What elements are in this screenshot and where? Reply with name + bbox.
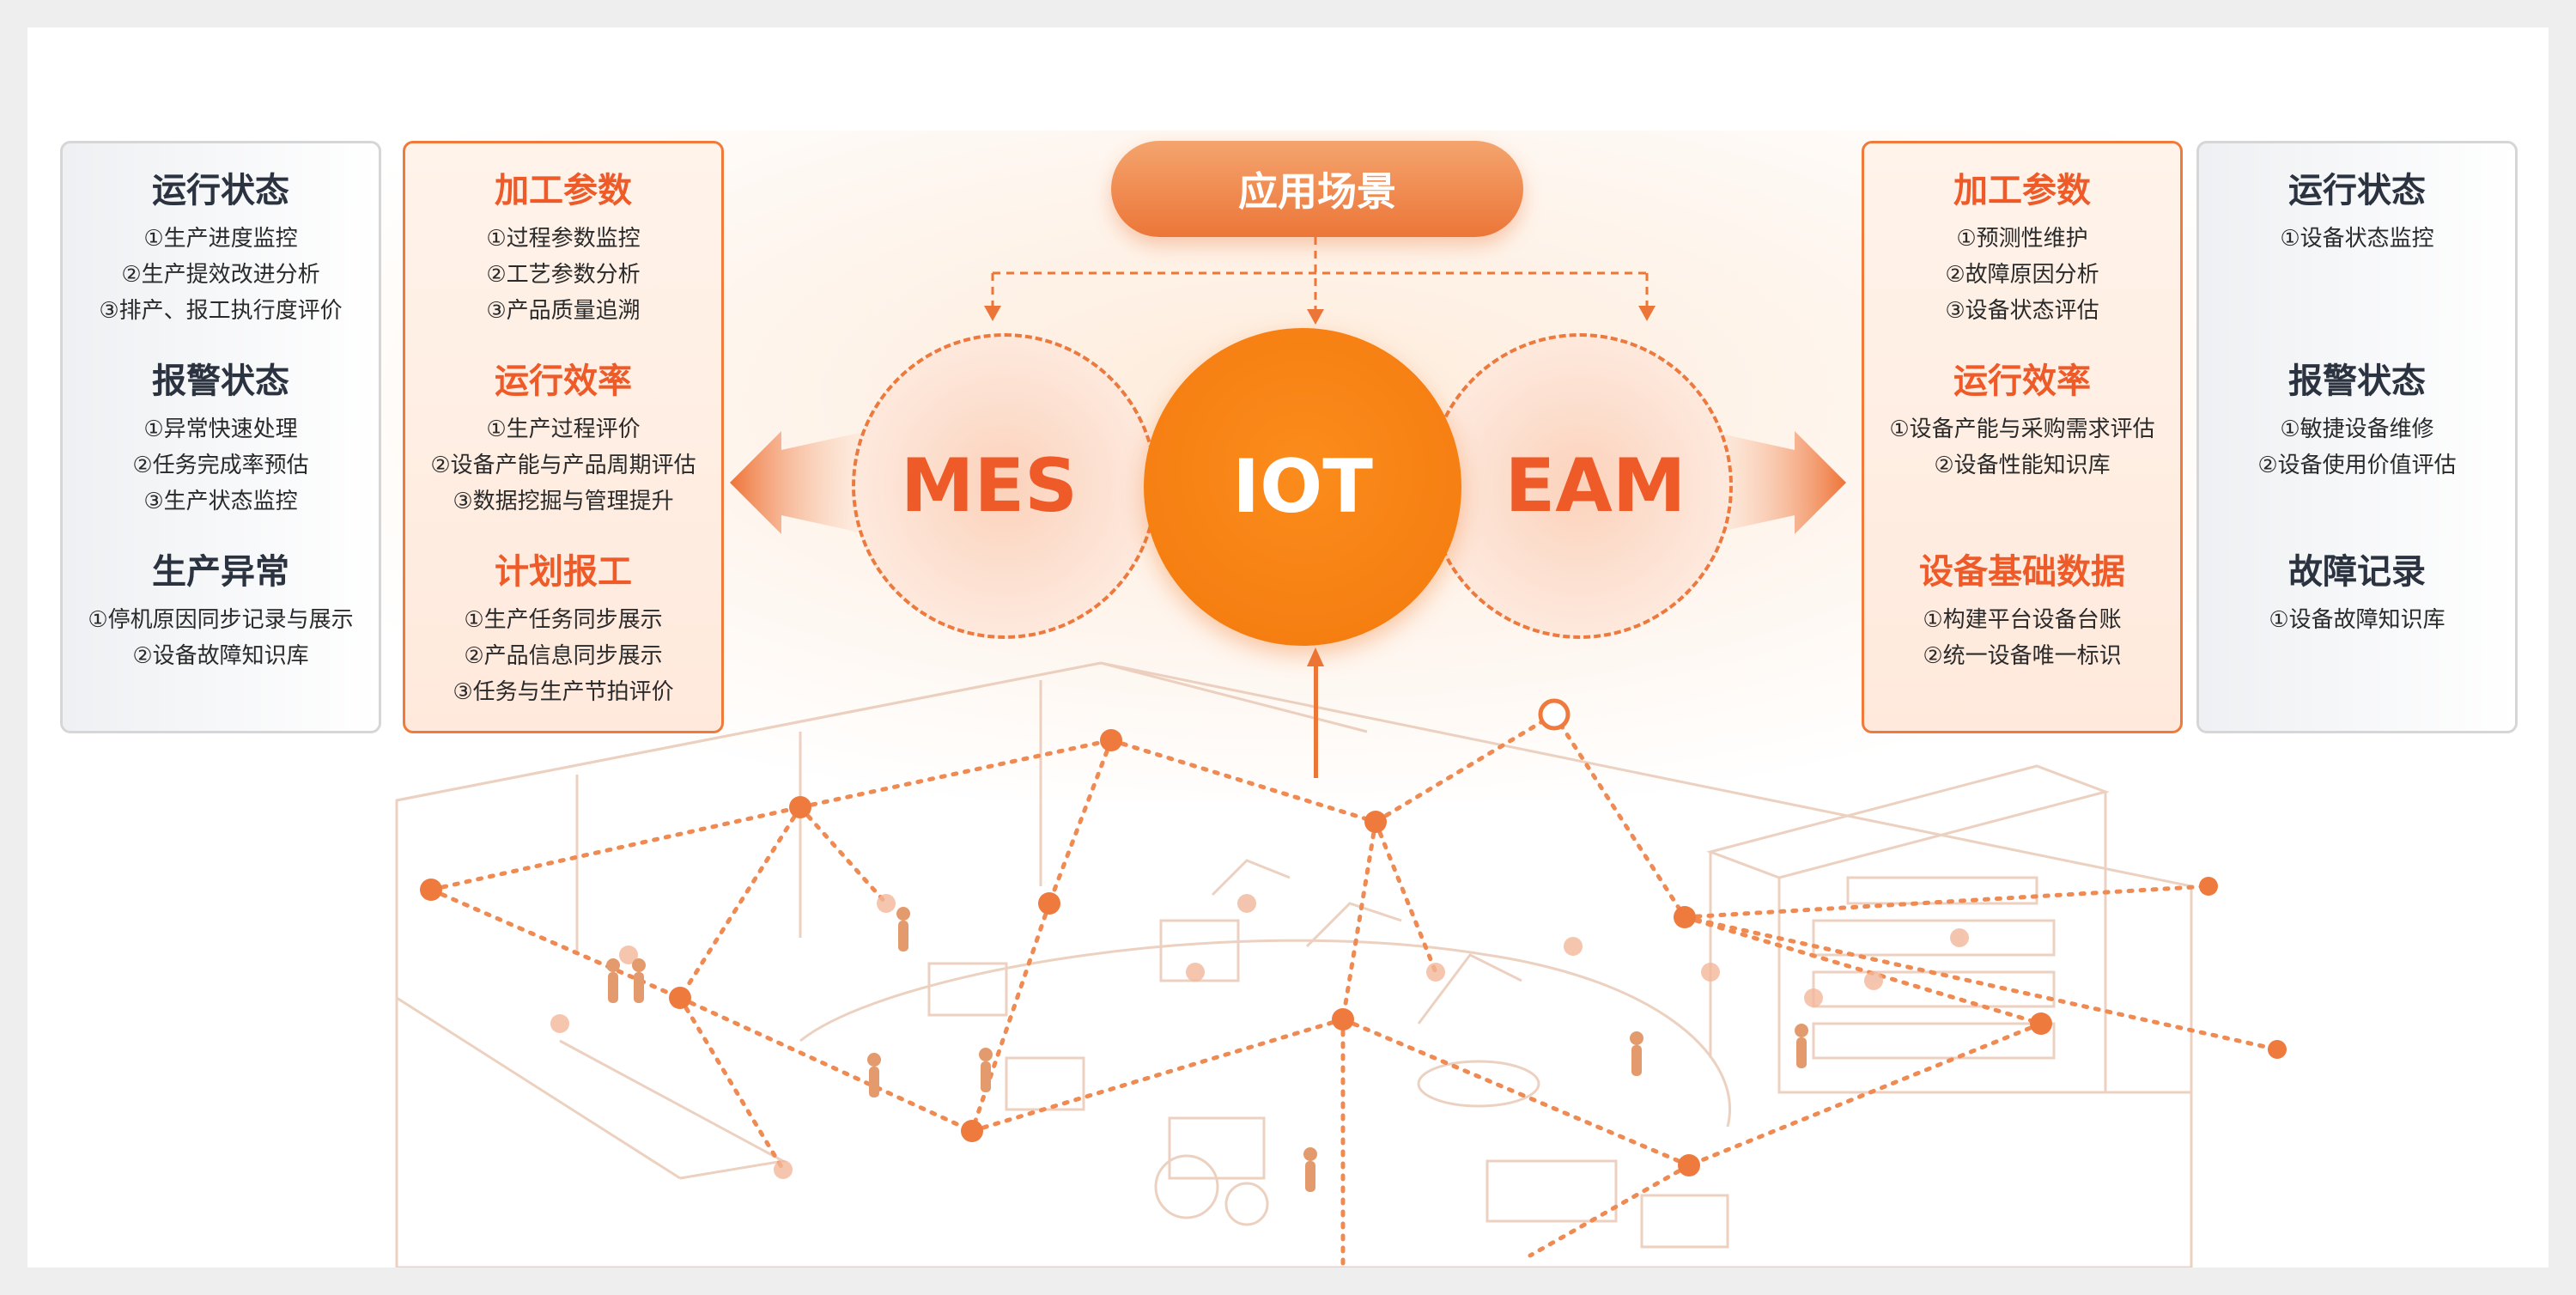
list-item: ③生产状态监控 xyxy=(143,489,298,514)
list-item: ①构建平台设备台账 xyxy=(1923,607,2122,633)
list-item: ③设备状态评估 xyxy=(1945,298,2099,324)
list-item: ①敏捷设备维修 xyxy=(2280,416,2434,442)
list-item: ①设备故障知识库 xyxy=(2269,607,2445,633)
section-title: 运行状态 xyxy=(152,171,289,210)
left-grey-panel: 运行状态 ①生产进度监控 ②生产提效改进分析 ③排产、报工执行度评价 报警状态 … xyxy=(60,141,381,733)
application-scene-pill: 应用场景 xyxy=(1111,141,1523,237)
list-item: ①异常快速处理 xyxy=(143,416,298,442)
section-title: 报警状态 xyxy=(152,362,289,401)
list-item: ①设备状态监控 xyxy=(2280,226,2434,252)
section-run-efficiency: 运行效率 ①设备产能与采购需求评估 ②设备性能知识库 xyxy=(1864,360,2180,483)
section-alarm-status: 报警状态 ①敏捷设备维修 ②设备使用价值评估 xyxy=(2199,360,2515,483)
factory-illustration xyxy=(395,661,2287,1268)
section-title: 计划报工 xyxy=(495,552,632,592)
list-item: ②设备产能与产品周期评估 xyxy=(430,453,696,478)
section-title: 报警状态 xyxy=(2288,362,2426,401)
section-equipment-base-data: 设备基础数据 ①构建平台设备台账 ②统一设备唯一标识 xyxy=(1864,550,2180,674)
list-item: ①停机原因同步记录与展示 xyxy=(88,607,354,633)
list-item: ①生产过程评价 xyxy=(486,416,641,442)
list-item: ②设备使用价值评估 xyxy=(2257,453,2457,478)
section-title: 运行效率 xyxy=(1953,362,2091,401)
section-process-params: 加工参数 ①预测性维护 ②故障原因分析 ③设备状态评估 xyxy=(1864,169,2180,329)
list-item: ②任务完成率预估 xyxy=(132,453,309,478)
list-item: ②设备故障知识库 xyxy=(132,643,309,669)
mes-circle: MES xyxy=(852,333,1157,639)
list-item: ①生产进度监控 xyxy=(143,226,298,252)
list-item: ②产品信息同步展示 xyxy=(464,643,663,669)
list-item: ①设备产能与采购需求评估 xyxy=(1889,416,2155,442)
section-alarm-status: 报警状态 ①异常快速处理 ②任务完成率预估 ③生产状态监控 xyxy=(63,360,379,520)
list-item: ③排产、报工执行度评价 xyxy=(99,298,343,324)
section-title: 故障记录 xyxy=(2288,552,2426,592)
section-title: 运行状态 xyxy=(2288,171,2426,210)
section-run-efficiency: 运行效率 ①生产过程评价 ②设备产能与产品周期评估 ③数据挖掘与管理提升 xyxy=(405,360,721,520)
iot-circle: IOT xyxy=(1144,328,1461,646)
list-item: ③任务与生产节拍评价 xyxy=(453,679,674,705)
canvas: 运行状态 ①生产进度监控 ②生产提效改进分析 ③排产、报工执行度评价 报警状态 … xyxy=(27,27,2549,1268)
section-plan-report: 计划报工 ①生产任务同步展示 ②产品信息同步展示 ③任务与生产节拍评价 xyxy=(405,550,721,710)
list-item: ③数据挖掘与管理提升 xyxy=(453,489,674,514)
section-title: 加工参数 xyxy=(1953,171,2091,210)
left-orange-panel: 加工参数 ①过程参数监控 ②工艺参数分析 ③产品质量追溯 运行效率 ①生产过程评… xyxy=(403,141,724,733)
list-item: ②设备性能知识库 xyxy=(1934,453,2111,478)
list-item: ②工艺参数分析 xyxy=(486,262,641,288)
section-title: 设备基础数据 xyxy=(1919,552,2125,592)
list-item: ①生产任务同步展示 xyxy=(464,607,663,633)
right-grey-panel: 运行状态 ①设备状态监控 报警状态 ①敏捷设备维修 ②设备使用价值评估 故障记录… xyxy=(2196,141,2518,733)
section-production-exception: 生产异常 ①停机原因同步记录与展示 ②设备故障知识库 xyxy=(63,550,379,674)
list-item: ③产品质量追溯 xyxy=(486,298,641,324)
section-title: 生产异常 xyxy=(152,552,289,592)
right-orange-panel: 加工参数 ①预测性维护 ②故障原因分析 ③设备状态评估 运行效率 ①设备产能与采… xyxy=(1862,141,2183,733)
eam-circle: EAM xyxy=(1427,333,1733,639)
section-process-params: 加工参数 ①过程参数监控 ②工艺参数分析 ③产品质量追溯 xyxy=(405,169,721,329)
list-item: ②统一设备唯一标识 xyxy=(1923,643,2122,669)
section-title: 加工参数 xyxy=(495,171,632,210)
list-item: ①预测性维护 xyxy=(1956,226,2088,252)
list-item: ②故障原因分析 xyxy=(1945,262,2099,288)
list-item: ①过程参数监控 xyxy=(486,226,641,252)
section-run-status: 运行状态 ①生产进度监控 ②生产提效改进分析 ③排产、报工执行度评价 xyxy=(63,169,379,329)
section-run-status: 运行状态 ①设备状态监控 xyxy=(2199,169,2515,257)
section-fault-record: 故障记录 ①设备故障知识库 xyxy=(2199,550,2515,638)
section-title: 运行效率 xyxy=(495,362,632,401)
list-item: ②生产提效改进分析 xyxy=(121,262,320,288)
